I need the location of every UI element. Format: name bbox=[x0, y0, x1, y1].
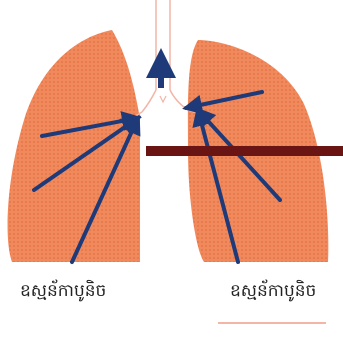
trachea bbox=[142, 0, 188, 112]
bottom-underline bbox=[218, 322, 326, 334]
left-lung-label: ឧស្មន័កាបូនិច bbox=[20, 281, 106, 301]
horizontal-bar bbox=[146, 146, 343, 156]
right-lung-label: ឧស្មន័កាបូនិច bbox=[230, 281, 316, 301]
left-lung bbox=[8, 30, 140, 262]
